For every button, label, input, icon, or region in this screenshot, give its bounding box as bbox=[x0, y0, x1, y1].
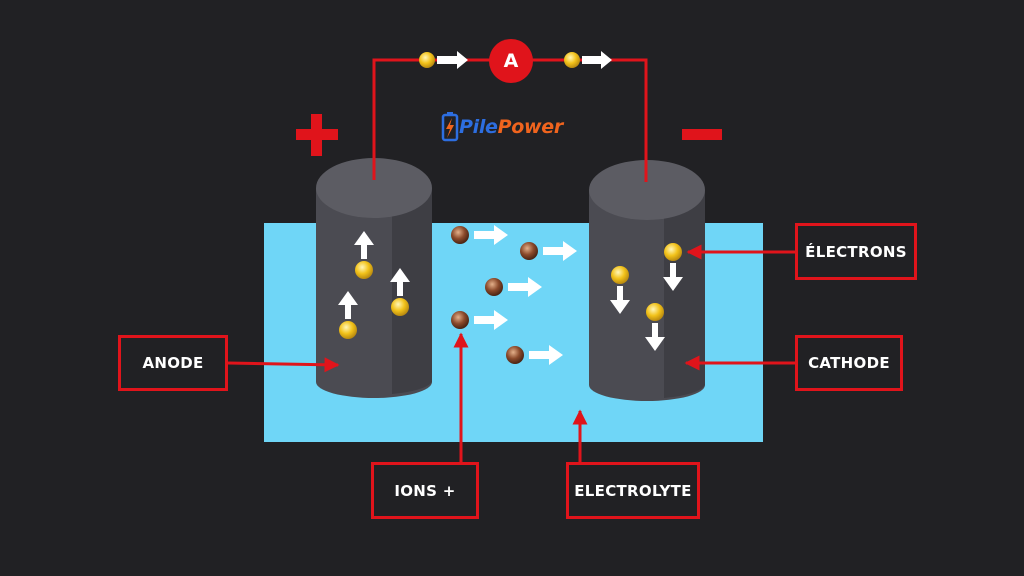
ammeter-label: A bbox=[503, 50, 519, 72]
wire-electron-2 bbox=[564, 51, 612, 69]
ion-4 bbox=[451, 310, 508, 330]
cathode-electrode bbox=[589, 160, 705, 401]
anode-label: ANODE bbox=[118, 335, 228, 391]
cathode-electron-2 bbox=[610, 266, 630, 314]
logo-text-pile: Pile bbox=[459, 116, 498, 138]
logo-text-power: Power bbox=[497, 116, 564, 138]
cathode-electron-3 bbox=[645, 303, 665, 351]
cathode-label: CATHODE bbox=[795, 335, 903, 391]
negative-terminal-icon bbox=[682, 129, 722, 140]
anode-pointer bbox=[227, 357, 340, 373]
anode-electrode bbox=[316, 158, 432, 398]
wire-electron-1 bbox=[419, 51, 468, 69]
electrolyte-label: ELECTROLYTE bbox=[566, 462, 700, 519]
ammeter-icon bbox=[489, 39, 533, 83]
positive-terminal-icon bbox=[296, 114, 338, 156]
ion-1 bbox=[451, 225, 508, 245]
cathode-electron-1 bbox=[663, 243, 683, 291]
pilepower-logo: PilePower bbox=[441, 112, 563, 142]
battery-bolt-icon bbox=[441, 112, 459, 142]
anode-electron-3 bbox=[338, 291, 358, 339]
ion-2 bbox=[520, 241, 577, 261]
ion-3 bbox=[485, 277, 542, 297]
ion-5 bbox=[506, 345, 563, 365]
anode-electron-2 bbox=[390, 268, 410, 316]
electrons-label: ÉLECTRONS bbox=[795, 223, 917, 280]
ions-label: IONS + bbox=[371, 462, 479, 519]
anode-electron-1 bbox=[354, 231, 374, 279]
